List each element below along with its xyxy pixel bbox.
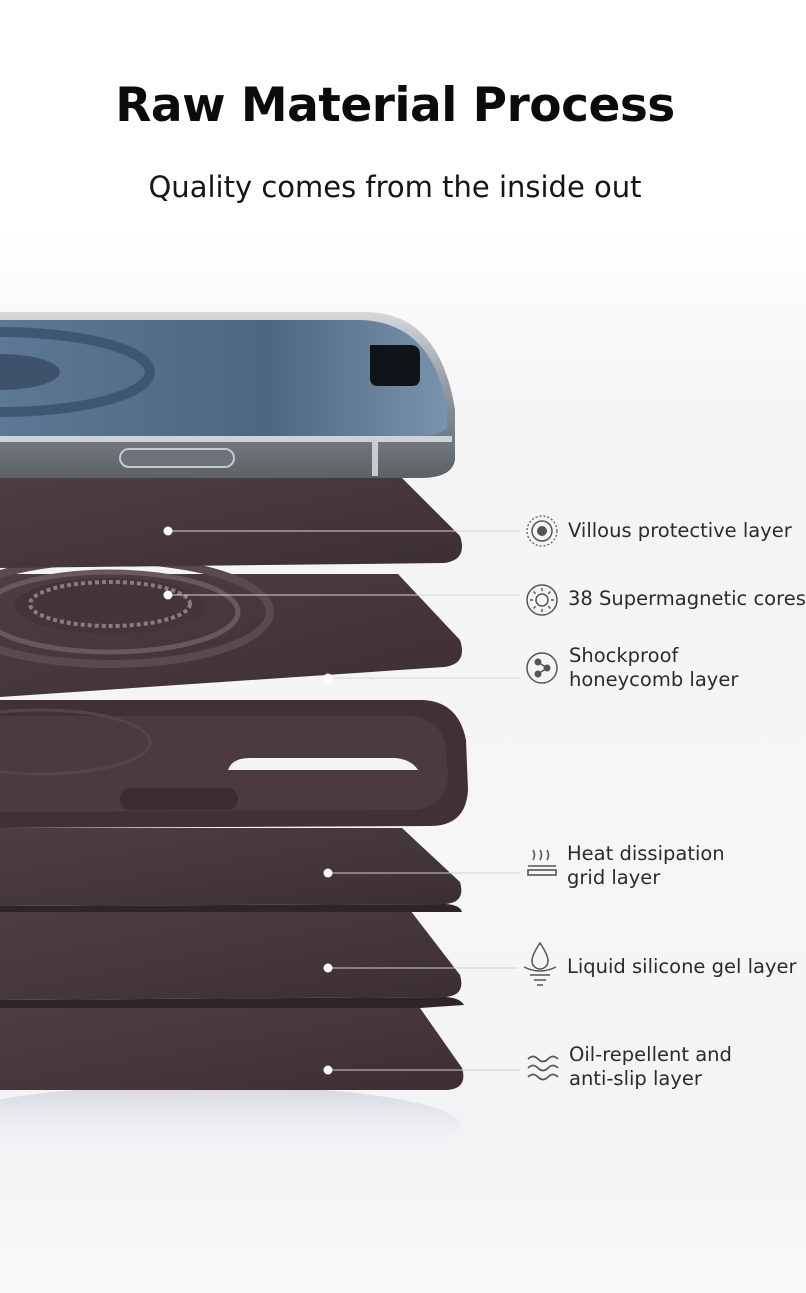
target-ring-icon <box>526 515 558 547</box>
case-button-cutout <box>120 788 238 810</box>
feature-label-villous: Villous protective layer <box>568 519 792 542</box>
feature-label-shockproof: Shockproof honeycomb layer <box>569 644 739 691</box>
magnet-ring-illustration <box>0 556 274 668</box>
phone-side-button <box>119 448 235 468</box>
water-drop-icon <box>523 941 557 986</box>
wavy-lines-icon <box>527 1055 559 1081</box>
honeycomb-node-icon <box>526 652 558 684</box>
leader-dot <box>323 673 333 683</box>
leader-lines <box>163 526 520 1075</box>
leader-dot <box>163 526 173 536</box>
magnet-sun-icon <box>526 584 558 616</box>
leader-dot <box>163 590 173 600</box>
layer-heat-dissipation <box>0 828 462 906</box>
page-title: Raw Material Process <box>115 78 675 133</box>
stack-shadow <box>0 1085 460 1165</box>
heat-waves-icon <box>527 849 557 876</box>
leader-dot <box>323 963 333 973</box>
page-subtitle: Quality comes from the inside out <box>148 170 642 204</box>
feature-label-magnetic-cores: 38 Supermagnetic cores <box>568 587 806 610</box>
feature-label-liquid-silicone: Liquid silicone gel layer <box>567 955 797 978</box>
layer-oil-repellent <box>0 1008 464 1090</box>
leader-dot <box>323 1065 333 1075</box>
feature-label-oil-repellent: Oil-repellent and anti-slip layer <box>569 1043 732 1090</box>
feature-label-heat-dissipation: Heat dissipation grid layer <box>567 842 725 889</box>
layer-villous <box>0 478 462 568</box>
phone-illustration <box>0 312 455 478</box>
layer-liquid-silicone <box>0 910 462 1000</box>
leader-dot <box>323 868 333 878</box>
